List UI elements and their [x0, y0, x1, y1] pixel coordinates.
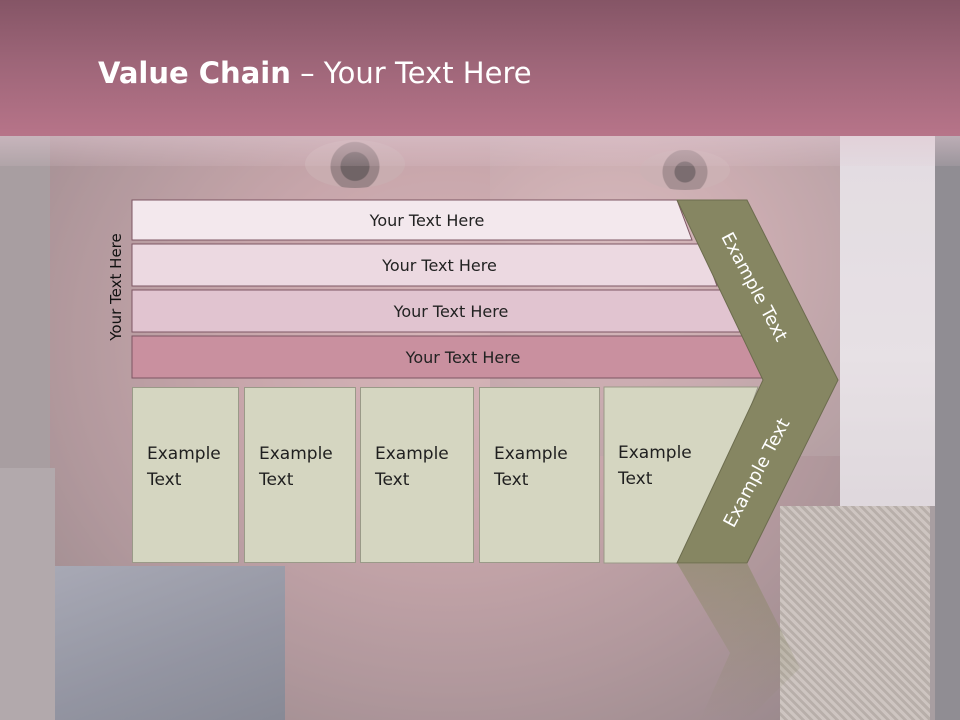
support-bar-3-label: Your Text Here [393, 301, 509, 321]
title-banner-fade [0, 136, 960, 166]
primary-box-1[interactable]: Example Text [132, 387, 239, 563]
primary-box-4[interactable]: Example Text [479, 387, 600, 563]
support-bar-3[interactable]: Your Text Here [132, 290, 740, 332]
slide-title-rest: – Your Text Here [290, 56, 532, 90]
slide-title[interactable]: Value Chain – Your Text Here [98, 56, 532, 90]
title-banner: Value Chain – Your Text Here [0, 0, 960, 136]
background-jacket-tile [55, 566, 285, 720]
support-bar-1-outline [131, 199, 693, 241]
primary-box-2[interactable]: Example Text [244, 387, 356, 563]
background-dark-strip [935, 136, 960, 720]
support-bar-4[interactable]: Your Text Here [132, 336, 764, 378]
support-bar-4-label: Your Text Here [405, 347, 521, 367]
support-bar-1-label: Your Text Here [369, 210, 485, 230]
support-bar-2-outline [131, 243, 718, 287]
primary-box-5[interactable]: Example Text [604, 387, 759, 563]
primary-box-5-text: Example Text [618, 443, 692, 489]
support-bar-1[interactable]: Your Text Here [132, 200, 692, 240]
margin-chevron-shape [676, 199, 839, 564]
primary-box-3-text: Example Text [375, 444, 449, 490]
primary-box-2-text: Example Text [259, 444, 333, 490]
slide-title-bold: Value Chain [98, 56, 291, 90]
primary-box-1-text: Example Text [147, 444, 221, 490]
primary-box-4-text: Example Text [494, 444, 568, 490]
background-shirt-tile [780, 506, 930, 720]
support-bar-2[interactable]: Your Text Here [132, 244, 717, 286]
background-left-tile [0, 468, 55, 720]
primary-box-3[interactable]: Example Text [360, 387, 474, 563]
support-bar-2-label: Your Text Here [382, 255, 497, 275]
